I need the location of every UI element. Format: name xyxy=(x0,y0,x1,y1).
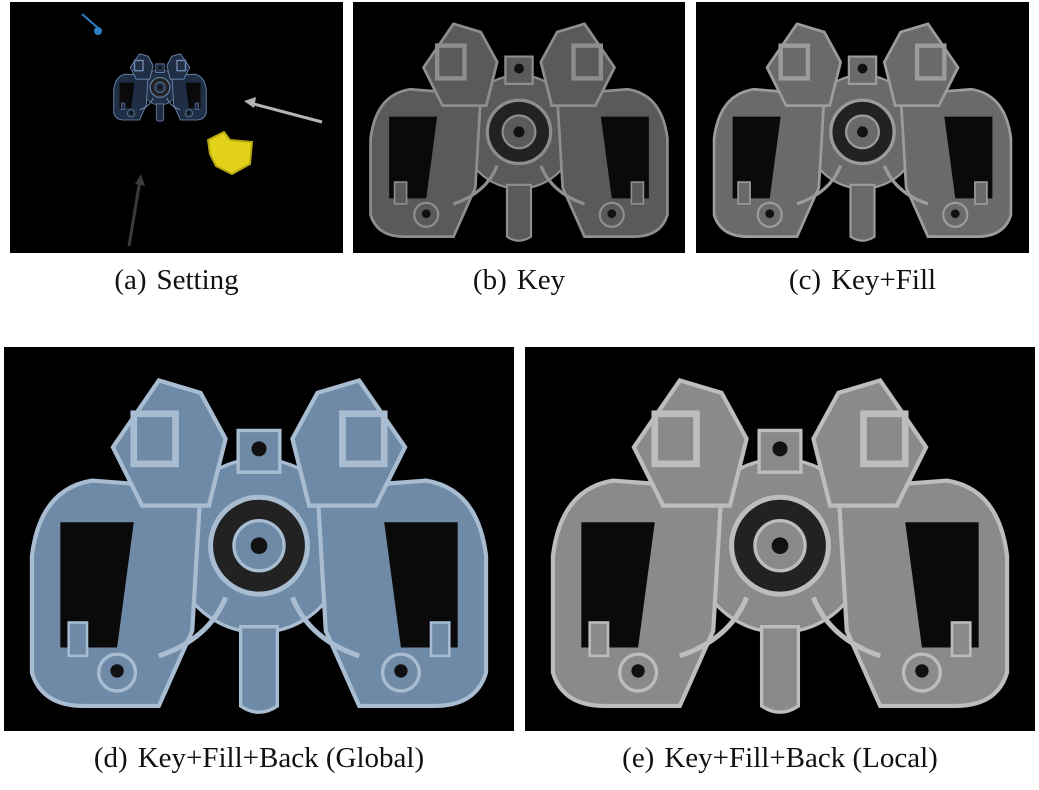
panel-key-fill xyxy=(696,2,1029,253)
caption-a: (a) Setting xyxy=(10,264,343,297)
model-thumbnail xyxy=(113,53,207,122)
camera-arrow xyxy=(127,174,145,247)
caption-b-label: (b) xyxy=(472,264,507,296)
caption-d-title: Key+Fill+Back (Global) xyxy=(137,742,425,774)
panel-setting xyxy=(10,2,343,253)
key-light-arrow xyxy=(81,13,102,35)
caption-a-label: (a) xyxy=(114,264,147,296)
panel-key-fill-back-global xyxy=(4,347,514,731)
caption-e: (e) Key+Fill+Back (Local) xyxy=(525,742,1035,775)
local-render xyxy=(552,380,1008,713)
caption-c-label: (c) xyxy=(788,264,822,296)
key-fill-render xyxy=(714,23,1011,241)
panel-key xyxy=(353,2,685,253)
global-render xyxy=(31,380,487,713)
caption-a-title: Setting xyxy=(156,264,239,296)
caption-d-label: (d) xyxy=(93,742,128,774)
caption-c-title: Key+Fill xyxy=(831,264,937,296)
caption-b-title: Key xyxy=(516,264,566,296)
back-light-arrow xyxy=(244,97,323,124)
caption-e-label: (e) xyxy=(622,742,655,774)
setting-image xyxy=(81,13,323,247)
panel-key-fill-back-local xyxy=(525,347,1035,731)
fill-light-marker xyxy=(206,130,254,176)
caption-b: (b) Key xyxy=(353,264,685,297)
caption-e-title: Key+Fill+Back (Local) xyxy=(664,742,938,774)
caption-d: (d) Key+Fill+Back (Global) xyxy=(4,742,514,775)
caption-c: (c) Key+Fill xyxy=(696,264,1029,297)
key-render xyxy=(370,23,668,241)
